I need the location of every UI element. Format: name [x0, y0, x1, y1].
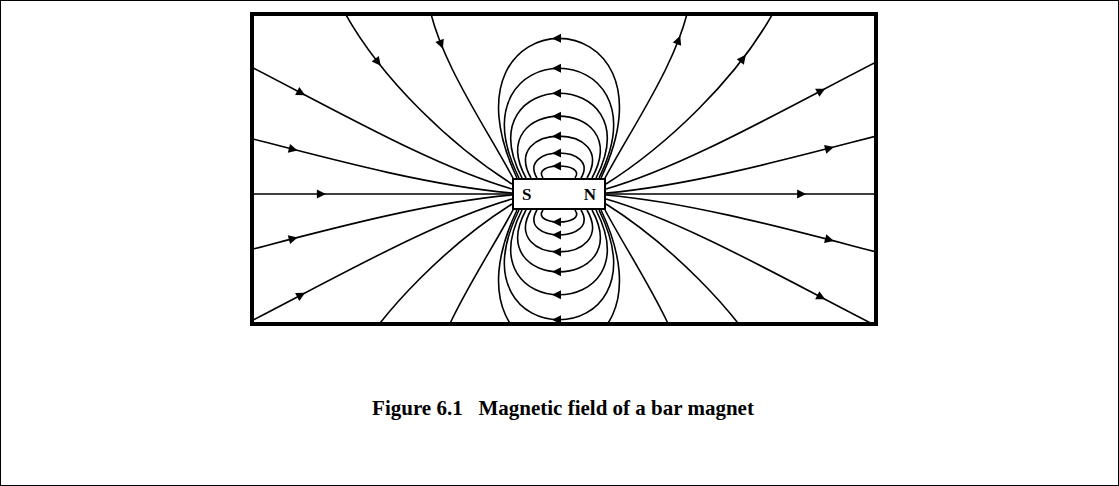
field-arrow: [797, 190, 806, 199]
field-arrow: [552, 247, 561, 256]
pole-label: N: [584, 186, 596, 203]
field-arrow: [824, 145, 834, 154]
field-line: [511, 93, 607, 178]
field-arrow: [372, 56, 381, 66]
field-line: [505, 210, 614, 320]
field-arrow: [288, 235, 298, 244]
field-arrow: [552, 34, 561, 43]
field-line: [606, 14, 780, 184]
field-line: [534, 153, 584, 178]
field-line: [526, 136, 593, 178]
field-line: [252, 195, 512, 258]
field-arrow: [435, 39, 443, 49]
field-line: [511, 210, 607, 295]
field-line: [505, 68, 614, 178]
field-line: [338, 14, 512, 184]
field-arrow: [295, 87, 305, 95]
field-line: [252, 130, 512, 193]
field-line: [338, 204, 512, 324]
field-arrow: [552, 230, 561, 239]
field-line: [518, 210, 600, 272]
field-arrow: [552, 217, 561, 226]
field-arrow: [824, 234, 834, 243]
field-line: [606, 130, 876, 193]
field-arrow: [552, 64, 561, 73]
field-line: [518, 116, 600, 178]
field-line: [606, 204, 780, 324]
field-line: [606, 50, 876, 189]
field-arrow: [552, 112, 561, 121]
field-arrow: [295, 293, 305, 301]
figure-caption: Figure 6.1 Magnetic field of a bar magne…: [0, 396, 1119, 421]
field-arrow: [552, 267, 561, 276]
field-line: [606, 193, 876, 195]
field-line: [252, 50, 512, 189]
field-arrow: [288, 144, 298, 153]
field-line: [499, 38, 620, 178]
field-arrow: [317, 190, 326, 199]
field-line: [526, 210, 593, 252]
field-line: [499, 210, 620, 324]
field-arrow: [552, 290, 561, 299]
bar-magnet: SN: [512, 178, 606, 210]
field-line: [252, 199, 512, 324]
field-arrow: [673, 36, 681, 46]
field-arrow: [737, 55, 746, 65]
field-arrow: [552, 162, 561, 171]
field-arrow: [815, 89, 825, 97]
pole-label: S: [522, 186, 531, 203]
field-arrow: [815, 291, 825, 299]
field-line: [252, 193, 512, 195]
figure-frame: [252, 14, 876, 324]
field-arrow: [552, 132, 561, 141]
field-line: [606, 195, 876, 258]
field-line: [534, 210, 584, 235]
field-arrow: [552, 149, 561, 158]
field-lines: [252, 14, 876, 324]
field-arrow: [552, 89, 561, 98]
